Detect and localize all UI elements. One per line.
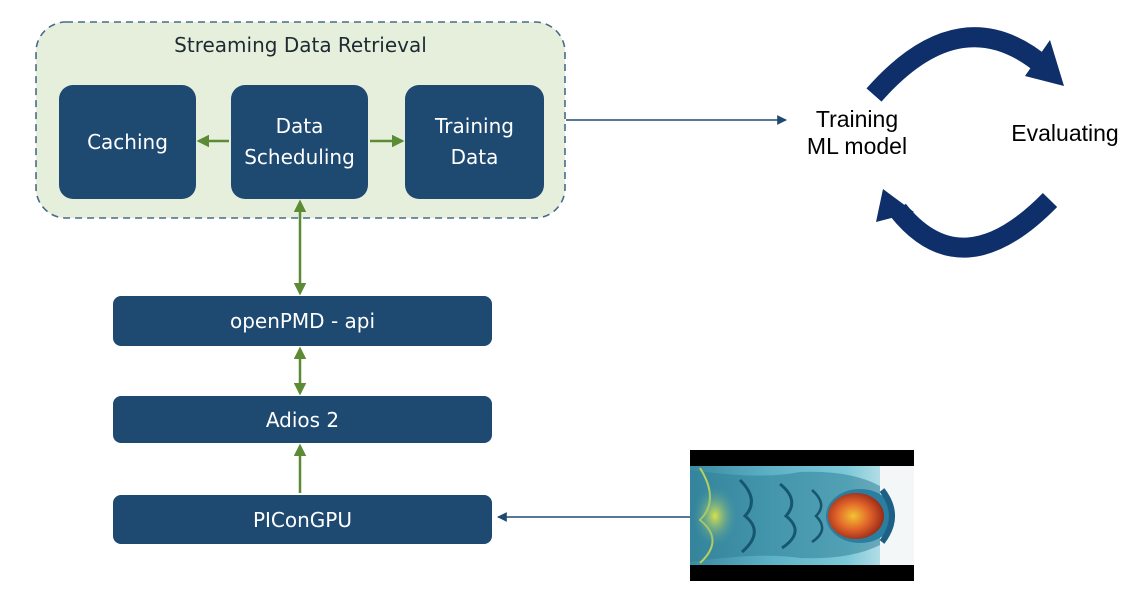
evaluating-label: Evaluating <box>998 120 1132 147</box>
caching-box: Caching <box>59 85 196 199</box>
evaluating-text: Evaluating <box>1011 120 1119 146</box>
training-ml-model-line2: ML model <box>806 133 908 159</box>
group-title: Streaming Data Retrieval <box>174 33 427 57</box>
training-data-box: Training Data <box>405 85 544 199</box>
openpmd-api-box: openPMD - api <box>113 296 492 346</box>
training-data-label-line1: Training <box>435 114 514 138</box>
data-scheduling-box: Data Scheduling <box>231 85 368 199</box>
cycle-arrow-top-icon <box>866 27 1064 102</box>
caching-label: Caching <box>87 129 168 154</box>
training-data-label-line2: Data <box>450 145 499 169</box>
training-ml-model-line1: Training <box>815 106 899 132</box>
openpmd-api-label: openPMD - api <box>229 309 376 333</box>
plasma-simulation-image <box>690 450 914 581</box>
cycle-arrow-bottom-icon <box>876 189 1058 258</box>
data-scheduling-label-line1: Data <box>275 114 324 138</box>
adios-2-box: Adios 2 <box>113 396 492 443</box>
piconpgu-box: PIConGPU <box>113 495 492 544</box>
adios-2-label: Adios 2 <box>265 407 340 432</box>
training-ml-model-label: Training ML model <box>792 106 922 160</box>
data-scheduling-label-line2: Scheduling <box>244 145 355 169</box>
piconpgu-label: PIConGPU <box>252 507 353 532</box>
